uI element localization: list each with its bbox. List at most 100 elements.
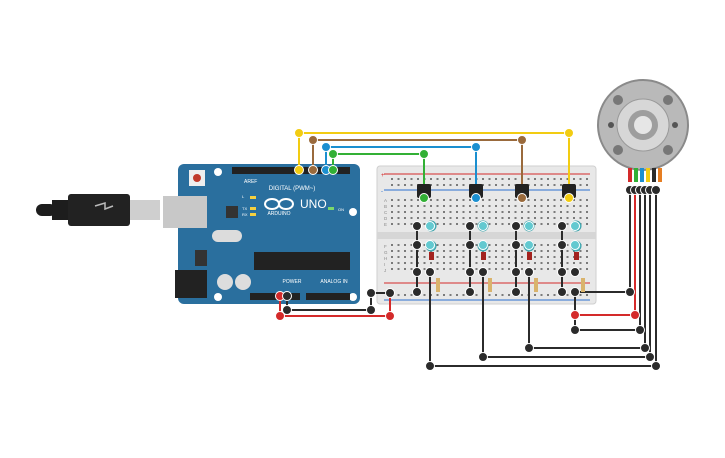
node xyxy=(570,287,580,297)
hole xyxy=(540,178,543,180)
hole xyxy=(495,199,497,201)
node xyxy=(517,135,527,145)
hole xyxy=(456,294,458,296)
node xyxy=(517,193,527,203)
hole xyxy=(423,244,426,246)
hole xyxy=(553,211,556,213)
node xyxy=(419,149,429,159)
hole xyxy=(495,211,497,213)
hole xyxy=(501,178,504,180)
hole xyxy=(449,268,452,270)
hole xyxy=(475,294,478,296)
hole xyxy=(553,223,556,225)
power-label: POWER xyxy=(283,279,302,285)
hole xyxy=(404,256,406,258)
hole xyxy=(443,294,445,296)
hole xyxy=(423,262,426,264)
hole xyxy=(462,178,465,180)
hole xyxy=(410,211,413,213)
wire-endpoints xyxy=(275,128,661,371)
hole xyxy=(547,205,549,207)
hole xyxy=(397,178,400,180)
hole xyxy=(488,262,491,264)
hole xyxy=(508,223,510,225)
regulator xyxy=(195,250,207,266)
hole xyxy=(501,262,504,264)
hole xyxy=(566,211,569,213)
hole xyxy=(391,211,393,213)
capacitor-1 xyxy=(217,274,233,290)
hole xyxy=(430,262,432,264)
node xyxy=(511,240,521,250)
hole xyxy=(449,184,452,186)
hole xyxy=(456,178,458,180)
hole xyxy=(404,178,406,180)
svg-text:A: A xyxy=(384,198,387,203)
hole xyxy=(456,223,458,225)
hole xyxy=(495,184,497,186)
node xyxy=(570,267,580,277)
hole xyxy=(462,184,465,186)
hole xyxy=(462,250,465,252)
node xyxy=(651,361,661,371)
dc-motor[interactable] xyxy=(597,79,689,182)
hole xyxy=(514,211,517,213)
hole xyxy=(566,250,569,252)
hole xyxy=(508,262,510,264)
hole xyxy=(462,262,465,264)
svg-text:H: H xyxy=(384,256,387,261)
arduino-uno-board[interactable]: DIGITAL (PWM~) AREF UNO ARDUINO TX RX ON… xyxy=(163,164,360,304)
hole xyxy=(586,178,588,180)
hole xyxy=(456,250,458,252)
power-header xyxy=(250,293,300,300)
hole xyxy=(553,199,556,201)
hole xyxy=(462,199,465,201)
hole xyxy=(534,256,536,258)
hole xyxy=(410,205,413,207)
hole xyxy=(410,268,413,270)
hole xyxy=(514,178,517,180)
svg-text:D: D xyxy=(384,216,388,221)
hole xyxy=(436,268,439,270)
hole xyxy=(404,205,406,207)
hole xyxy=(560,217,562,219)
hole xyxy=(443,244,445,246)
hole xyxy=(404,211,406,213)
hole xyxy=(540,211,543,213)
hole xyxy=(456,199,458,201)
capacitor-2 xyxy=(235,274,251,290)
hole xyxy=(456,205,458,207)
hole xyxy=(449,199,452,201)
wire-black-3 xyxy=(528,190,646,349)
hole xyxy=(573,211,575,213)
hole xyxy=(456,217,458,219)
node xyxy=(465,240,475,250)
hole xyxy=(436,256,439,258)
hole xyxy=(456,244,458,246)
node xyxy=(425,267,435,277)
hole xyxy=(475,262,478,264)
hole xyxy=(553,244,556,246)
hole xyxy=(547,262,549,264)
hole xyxy=(488,184,491,186)
rx-label: RX xyxy=(242,212,248,217)
hole xyxy=(586,268,588,270)
hole xyxy=(488,223,491,225)
hole xyxy=(423,256,426,258)
hole xyxy=(579,268,582,270)
node xyxy=(635,325,645,335)
hole xyxy=(501,205,504,207)
hole xyxy=(462,244,465,246)
hole xyxy=(436,184,439,186)
hole xyxy=(469,217,471,219)
hole xyxy=(488,178,491,180)
node xyxy=(478,240,488,250)
hole xyxy=(566,178,569,180)
node xyxy=(478,352,488,362)
l-label: L xyxy=(242,194,245,199)
hole xyxy=(508,184,510,186)
hole xyxy=(417,178,419,180)
hole xyxy=(521,223,523,225)
node xyxy=(294,128,304,138)
hole xyxy=(521,205,523,207)
